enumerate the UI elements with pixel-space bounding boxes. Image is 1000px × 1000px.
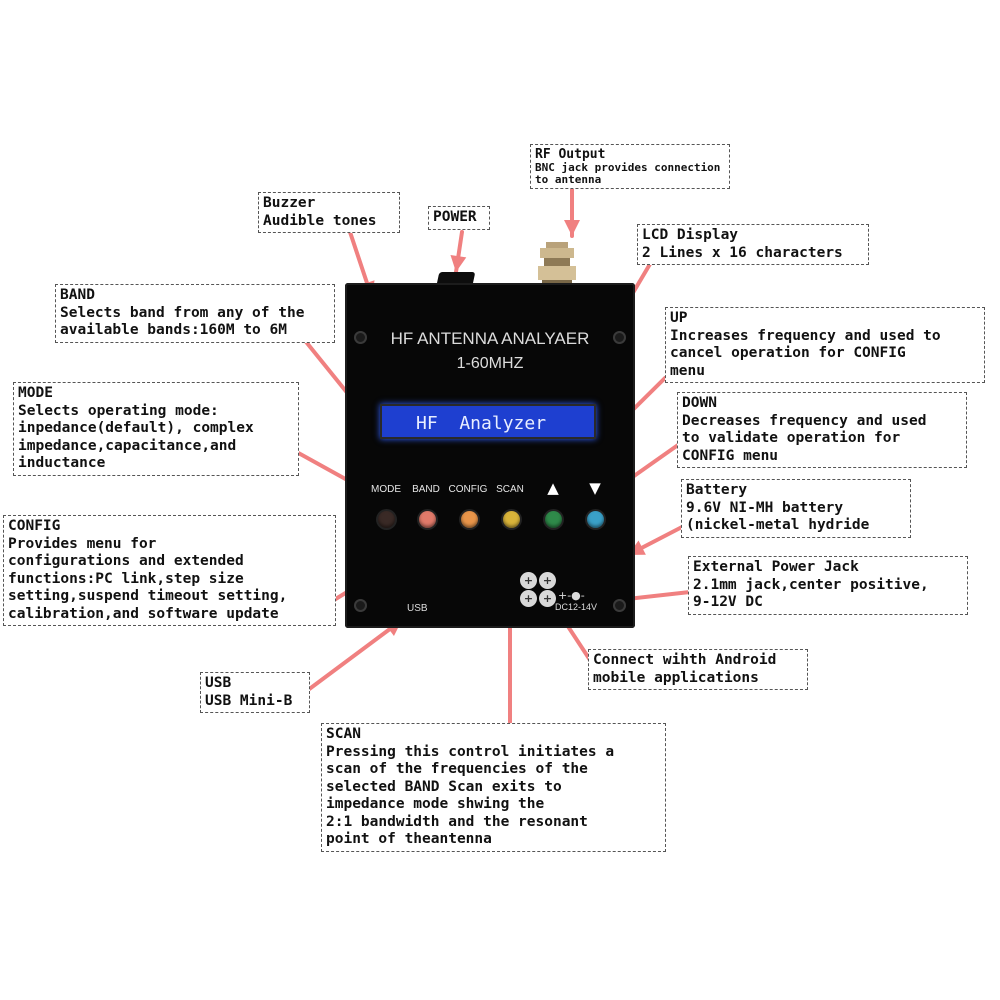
- callout-desc: Selects band from any of the available b…: [60, 304, 305, 339]
- scan-button[interactable]: [503, 511, 520, 528]
- callout-desc: BNC jack provides connection to antenna: [535, 161, 721, 186]
- callout-title: USB: [205, 675, 232, 691]
- callout-title: SCAN: [326, 726, 361, 742]
- callout-rf-output: RF Output BNC jack provides connection t…: [530, 144, 730, 189]
- callout-android: Connect wihth Android mobile application…: [588, 649, 808, 690]
- callout-buzzer: Buzzer Audible tones: [258, 192, 400, 233]
- down-button[interactable]: [587, 511, 604, 528]
- callout-title: LCD Display: [642, 227, 739, 243]
- callout-desc: mobile applications: [593, 669, 759, 686]
- callout-title: External Power Jack: [693, 559, 859, 575]
- arrow-battery: [626, 525, 684, 557]
- callout-desc: 2.1mm jack,center positive, 9-12V DC: [693, 576, 929, 611]
- callout-title: POWER: [433, 209, 477, 225]
- device-title: HF ANTENNA ANALYAER: [390, 329, 590, 348]
- dc-jack-label: DC12-14V: [555, 602, 598, 612]
- callout-desc: Audible tones: [263, 212, 377, 229]
- callout-title: Buzzer: [263, 195, 316, 211]
- callout-up: UP Increases frequency and used to cance…: [665, 307, 985, 383]
- bnc-connector: [538, 242, 576, 288]
- mode-button[interactable]: [378, 511, 395, 528]
- usb-port-label: USB: [407, 603, 428, 614]
- scan-label: SCAN: [496, 484, 524, 495]
- mode-label: MODE: [371, 484, 401, 495]
- plus-badge-icon: +: [520, 590, 537, 607]
- callout-desc: 2 Lines x 16 characters: [642, 244, 843, 261]
- callout-battery: Battery 9.6V NI-MH battery (nickel-metal…: [681, 479, 911, 538]
- callout-desc: Increases frequency and used to cancel o…: [670, 327, 941, 379]
- band-label: BAND: [412, 484, 440, 495]
- dc-polarity-icon: +-●-: [558, 589, 585, 602]
- config-button[interactable]: [461, 511, 478, 528]
- analyzer-device: HF ANTENNA ANALYAER 1-60MHZ HF Analyzer …: [345, 283, 635, 628]
- plus-badge-icon: +: [520, 572, 537, 589]
- callout-band: BAND Selects band from any of the availa…: [55, 284, 335, 343]
- plus-badge-icon: +: [539, 590, 556, 607]
- callout-external-power: External Power Jack 2.1mm jack,center po…: [688, 556, 968, 615]
- arrow-rf-output: [564, 184, 580, 238]
- callout-usb: USB USB Mini-B: [200, 672, 310, 713]
- callout-desc: Pressing this control initiates a scan o…: [326, 743, 615, 848]
- callout-desc: USB Mini-B: [205, 692, 293, 709]
- callout-title: RF Output: [535, 147, 606, 162]
- band-button[interactable]: [419, 511, 436, 528]
- callout-down: DOWN Decreases frequency and used to val…: [677, 392, 967, 468]
- device-range: 1-60MHZ: [456, 355, 524, 372]
- callout-title: DOWN: [682, 395, 717, 411]
- up-arrow-icon: ▲: [547, 479, 559, 497]
- arrow-power: [450, 230, 467, 274]
- callout-title: UP: [670, 310, 688, 326]
- screw-icon: [354, 599, 367, 612]
- callout-scan: SCAN Pressing this control initiates a s…: [321, 723, 666, 852]
- callout-title: BAND: [60, 287, 95, 303]
- callout-desc: Selects operating mode: inpedance(defaul…: [18, 402, 254, 472]
- screw-icon: [613, 599, 626, 612]
- arrow-usb: [306, 618, 404, 692]
- callout-title: Battery: [686, 482, 748, 498]
- up-button[interactable]: [545, 511, 562, 528]
- down-arrow-icon: ▼: [589, 479, 601, 497]
- callout-title: MODE: [18, 385, 53, 401]
- plus-badge-icon: +: [539, 572, 556, 589]
- callout-config: CONFIG Provides menu for configurations …: [3, 515, 336, 626]
- callout-desc: 9.6V NI-MH battery (nickel-metal hydride: [686, 499, 870, 534]
- config-label: CONFIG: [448, 484, 488, 495]
- callout-power: POWER: [428, 206, 490, 230]
- callout-title: CONFIG: [8, 518, 61, 534]
- lcd-display: HF Analyzer: [380, 404, 596, 439]
- callout-title: Connect wihth Android: [593, 652, 777, 668]
- callout-desc: Decreases frequency and used to validate…: [682, 412, 927, 464]
- callout-mode: MODE Selects operating mode: inpedance(d…: [13, 382, 299, 476]
- callout-desc: Provides menu for configurations and ext…: [8, 535, 288, 622]
- callout-lcd-display: LCD Display 2 Lines x 16 characters: [637, 224, 869, 265]
